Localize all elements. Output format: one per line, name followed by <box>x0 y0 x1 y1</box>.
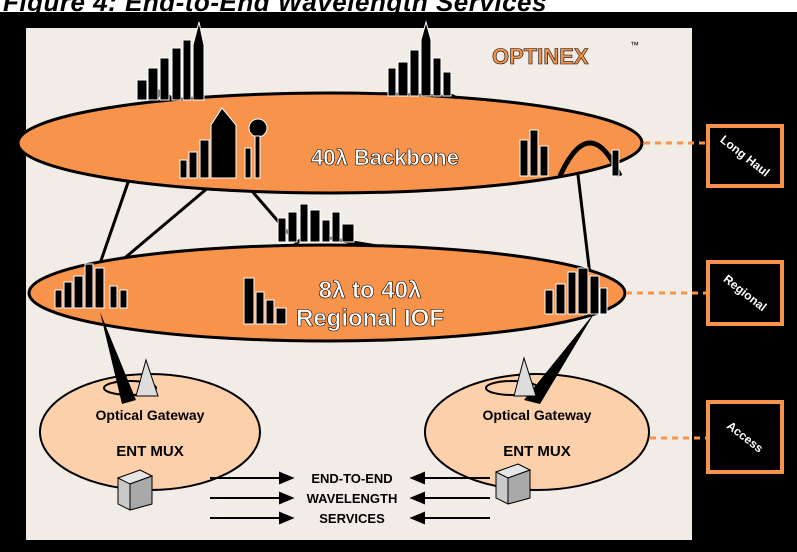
antenna-icon-left <box>100 312 159 404</box>
regional-label-line2: Regional IOF <box>296 305 444 332</box>
access-ellipse-right <box>424 373 650 491</box>
services-line-2: WAVELENGTH <box>307 491 398 506</box>
city-skyline-icon <box>136 21 205 101</box>
tier-box-long-haul <box>706 124 784 188</box>
city-skyline-icon <box>387 20 452 97</box>
gateway-left-sub: ENT MUX <box>116 443 184 460</box>
ent-mux-box-left <box>116 469 154 511</box>
gateway-right-title: Optical Gateway <box>483 407 592 423</box>
logo-trademark: ™ <box>630 40 639 50</box>
backbone-label: 40λ Backbone <box>311 145 459 170</box>
gateway-right-sub: ENT MUX <box>503 443 571 460</box>
tier-box-regional <box>706 260 784 326</box>
city-skyline-icon <box>54 263 128 309</box>
tier-connectors <box>626 141 706 440</box>
tier-box-access <box>706 400 784 474</box>
city-skyline-icon <box>179 107 268 179</box>
gateway-left-title: Optical Gateway <box>96 407 205 423</box>
city-skyline-icon <box>519 129 623 178</box>
regional-ring <box>27 243 627 343</box>
regional-label-line1: 8λ to 40λ <box>319 277 422 304</box>
antenna-icon-right <box>485 312 595 404</box>
city-skyline-icon <box>243 277 287 325</box>
ent-mux-box-right <box>494 463 532 505</box>
service-arrows <box>210 471 490 525</box>
logo-text: OPTINEX <box>492 44 589 69</box>
city-skyline-icon <box>544 267 608 315</box>
city-skyline-icon <box>277 203 355 243</box>
services-line-1: END-TO-END <box>311 471 392 486</box>
backbone-ring <box>16 91 644 195</box>
services-line-3: SERVICES <box>319 511 385 526</box>
